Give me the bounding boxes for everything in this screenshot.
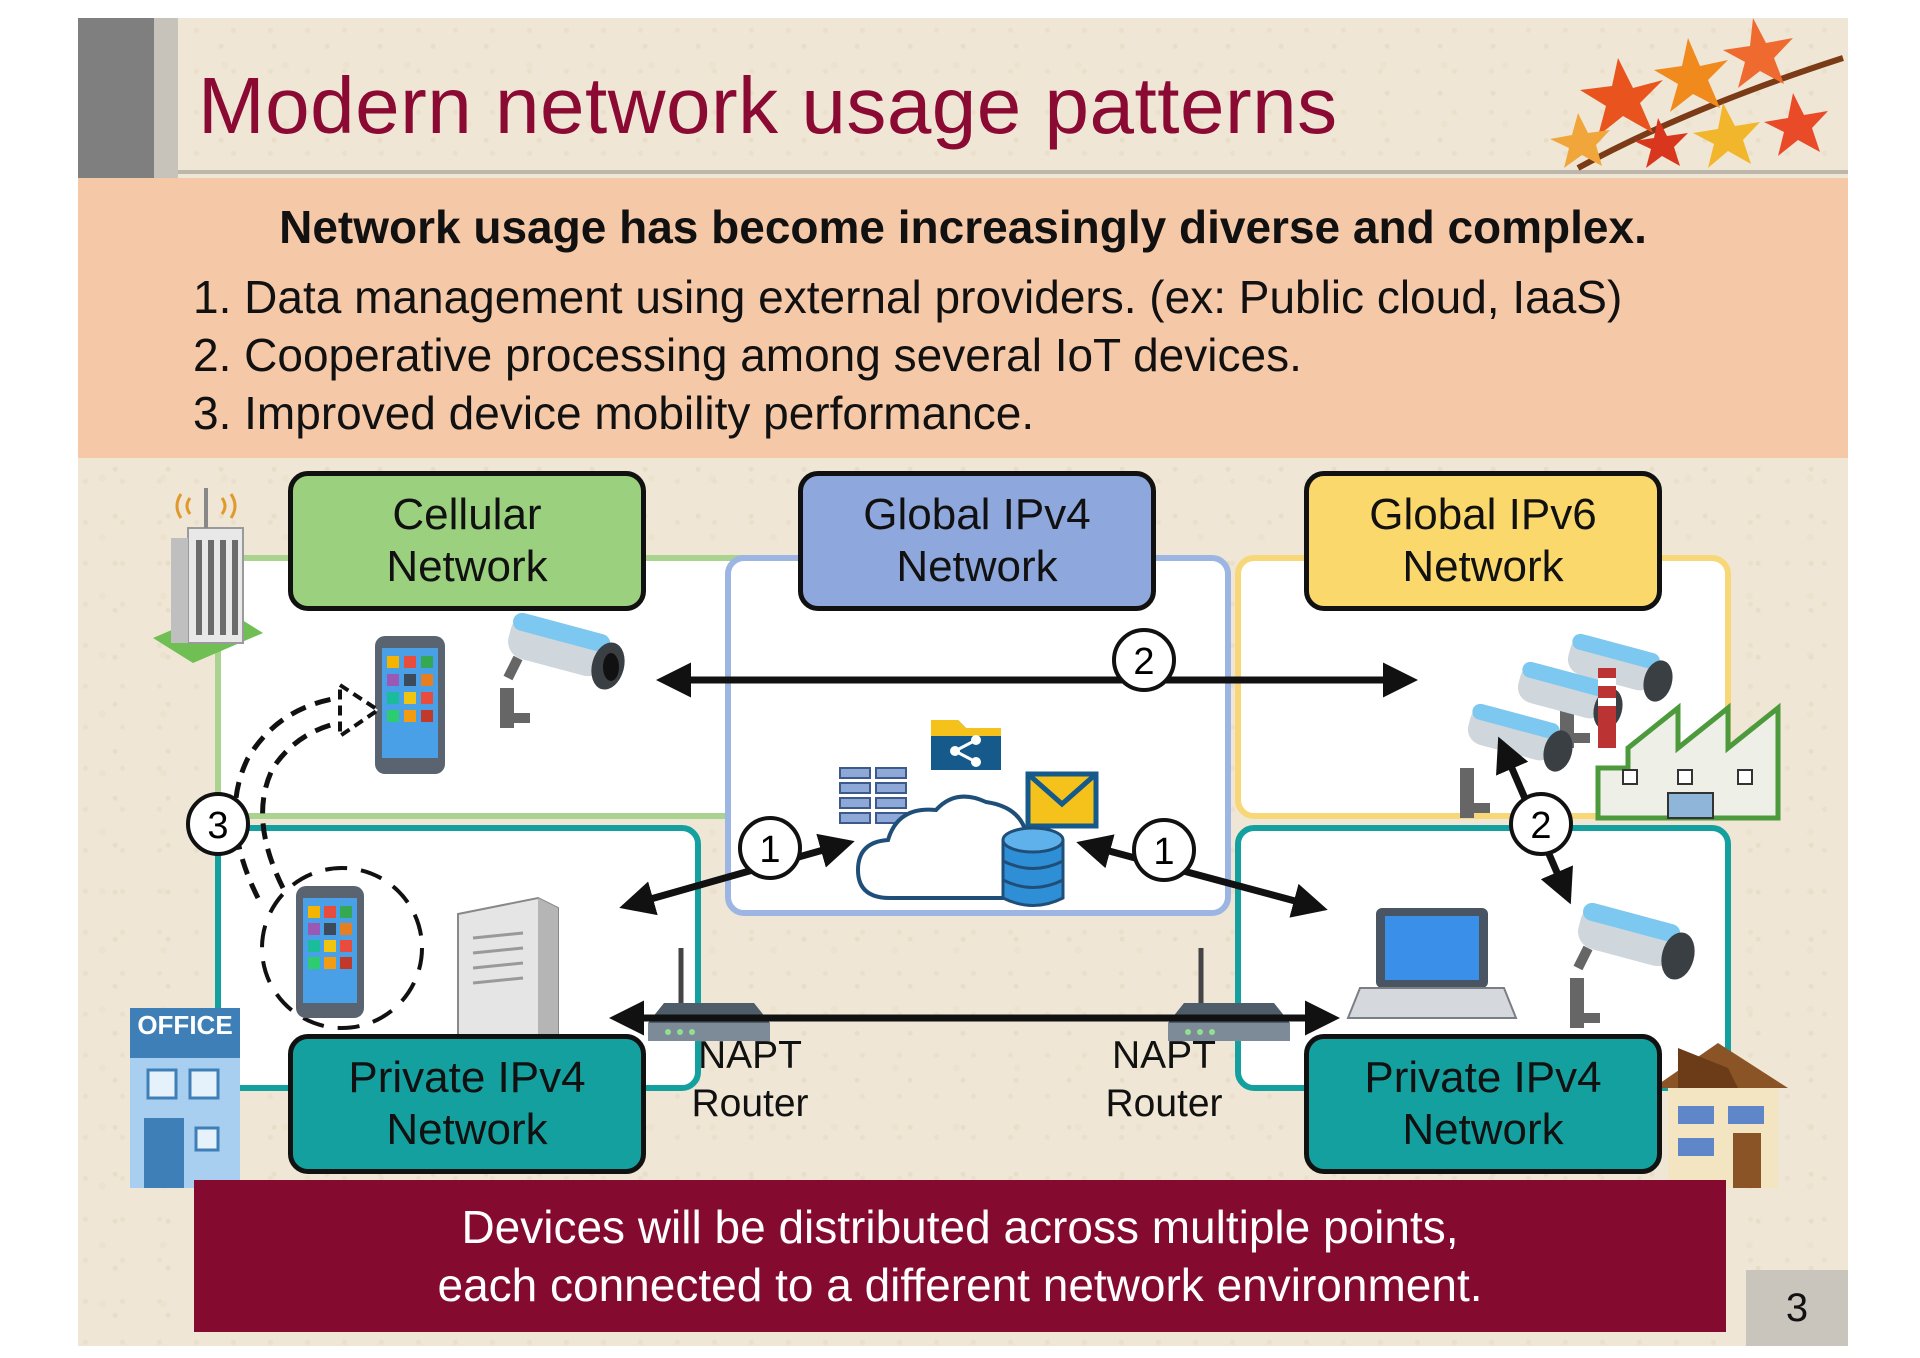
intro-heading: Network usage has become increasingly di… — [279, 201, 1647, 253]
network-diagram: 2 3 1 1 2 OFFICE — [130, 488, 1788, 1188]
title-accent-bar — [78, 18, 154, 178]
marker-3: 3 — [186, 792, 250, 856]
title-accent-bar-light — [154, 18, 178, 178]
file-server-icon — [457, 896, 559, 1050]
marker-2-top-label: 2 — [1133, 641, 1154, 683]
ipv6-line2: Network — [1402, 542, 1564, 591]
intro-item-1: 1. Data management using external provid… — [193, 271, 1623, 323]
autumn-leaves-icon — [1550, 18, 1844, 171]
house-icon — [1653, 1043, 1788, 1188]
private-right-line2: Network — [1402, 1105, 1564, 1154]
office-sign: OFFICE — [137, 1010, 232, 1040]
cellular-line1: Cellular — [392, 490, 542, 539]
title-divider — [178, 170, 1848, 174]
shared-folder-icon — [931, 720, 1001, 770]
mobility-arrowhead — [338, 681, 382, 740]
page-title: Modern network usage patterns — [198, 61, 1338, 150]
conclusion-banner: Devices will be distributed across multi… — [194, 1180, 1726, 1332]
slide: Modern network usage patterns Network us… — [78, 18, 1848, 1346]
arrow-right-to-cloud — [1076, 834, 1328, 918]
mail-icon — [1025, 771, 1099, 829]
conclusion-line2: each connected to a different network en… — [437, 1259, 1483, 1311]
cellular-line2: Network — [386, 542, 548, 591]
server-rack-icon — [839, 767, 907, 824]
napt-left-line2: Router — [691, 1082, 809, 1125]
marker-1-left: 1 — [738, 816, 802, 880]
mobility-dashed-arrow — [232, 695, 339, 900]
marker-1-right: 1 — [1132, 818, 1196, 882]
smartphone-icon — [260, 866, 424, 1030]
private-ipv4-right-label: Private IPv4 Network — [1304, 1034, 1662, 1174]
intro-panel: Network usage has become increasingly di… — [78, 178, 1848, 458]
ipv4-line2: Network — [896, 542, 1058, 591]
factory-icon — [1595, 668, 1781, 821]
cell-tower-building-icon — [153, 488, 263, 663]
napt-router-right-label: NAPT Router — [1104, 1032, 1224, 1128]
security-camera-icon — [1570, 902, 1695, 1028]
intro-item-2: 2. Cooperative processing among several … — [193, 329, 1302, 381]
marker-3-label: 3 — [207, 805, 228, 847]
marker-2-right-label: 2 — [1530, 805, 1551, 847]
intro-item-3: 3. Improved device mobility performance. — [193, 387, 1035, 439]
global-ipv4-network-label: Global IPv4 Network — [798, 471, 1156, 611]
ipv6-line1: Global IPv6 — [1369, 490, 1597, 539]
ipv4-line1: Global IPv4 — [863, 490, 1091, 539]
private-left-line2: Network — [386, 1105, 548, 1154]
conclusion-line1: Devices will be distributed across multi… — [461, 1201, 1459, 1253]
marker-2-right: 2 — [1509, 792, 1573, 856]
arrow-left-to-cloud — [619, 833, 855, 916]
napt-left-line1: NAPT — [697, 1034, 802, 1077]
smartphone-icon — [375, 636, 445, 774]
laptop-icon — [1346, 908, 1518, 1019]
private-left-line1: Private IPv4 — [348, 1053, 586, 1102]
security-camera-icon — [500, 612, 625, 728]
office-building-icon — [130, 1028, 240, 1188]
cellular-network-label: Cellular Network — [288, 471, 646, 611]
napt-right-line1: NAPT — [1111, 1034, 1216, 1077]
global-ipv6-network-label: Global IPv6 Network — [1304, 471, 1662, 611]
marker-1-left-label: 1 — [759, 829, 780, 871]
private-right-line1: Private IPv4 — [1364, 1053, 1602, 1102]
marker-2-top: 2 — [1112, 628, 1176, 692]
napt-router-left-label: NAPT Router — [690, 1032, 810, 1128]
napt-right-line2: Router — [1105, 1082, 1223, 1125]
marker-1-right-label: 1 — [1153, 831, 1174, 873]
database-icon — [1001, 826, 1065, 907]
page-number: 3 — [1746, 1270, 1848, 1346]
private-ipv4-left-label: Private IPv4 Network — [288, 1034, 646, 1174]
